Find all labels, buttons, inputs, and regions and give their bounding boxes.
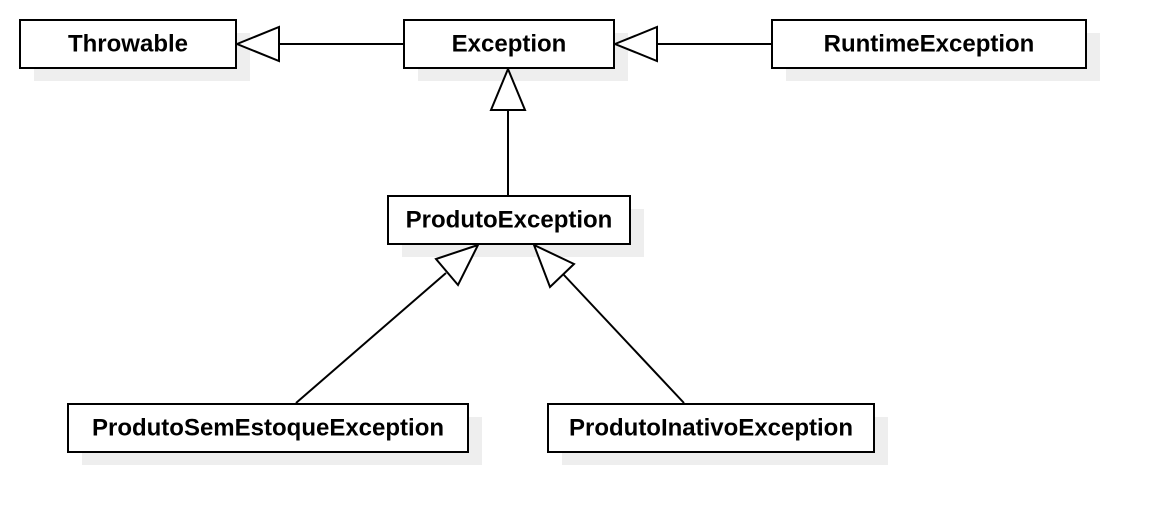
class-name-produto-inativo-exception: ProdutoInativoException [569, 415, 853, 442]
class-box-border [771, 19, 1087, 69]
generalization-arrowhead [532, 243, 576, 289]
edge-produto-exception-to-exception [489, 66, 527, 196]
class-box-border [19, 19, 237, 69]
class-name-produto-sem-estoque-exception: ProdutoSemEstoqueException [92, 415, 444, 442]
class-box-runtime-exception[interactable]: RuntimeException [771, 19, 1087, 69]
edge-exception-to-throwable [234, 25, 404, 63]
class-box-border [67, 403, 469, 453]
class-box-produto-sem-estoque-exception[interactable]: ProdutoSemEstoqueException [67, 403, 469, 453]
generalization-arrowhead [489, 66, 527, 111]
edge-inativo-to-produto-exception [532, 243, 685, 404]
edge-line [562, 273, 685, 404]
class-box-exception[interactable]: Exception [403, 19, 615, 69]
class-box-border [547, 403, 875, 453]
class-box-throwable[interactable]: Throwable [19, 19, 237, 69]
class-name-throwable: Throwable [68, 31, 188, 58]
class-box-border [403, 19, 615, 69]
class-box-border [387, 195, 631, 245]
class-box-produto-exception[interactable]: ProdutoException [387, 195, 631, 245]
edge-sem-estoque-to-produto-exception [295, 243, 480, 404]
generalization-arrowhead [434, 243, 480, 287]
generalization-arrowhead [612, 25, 658, 63]
generalization-arrowhead [234, 25, 280, 63]
edge-line [295, 272, 447, 404]
class-box-produto-inativo-exception[interactable]: ProdutoInativoException [547, 403, 875, 453]
box-shadows [34, 33, 1100, 465]
class-name-produto-exception: ProdutoException [406, 207, 613, 234]
class-name-exception: Exception [452, 31, 567, 58]
connectors [234, 25, 772, 404]
class-name-runtime-exception: RuntimeException [824, 31, 1035, 58]
edge-runtime-exception-to-exception [612, 25, 772, 63]
